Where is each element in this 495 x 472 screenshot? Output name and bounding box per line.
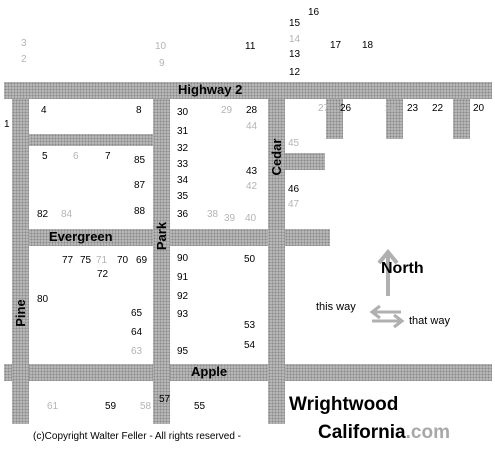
copyright-notice: (c)Copyright Walter Feller - All rights … bbox=[33, 431, 242, 442]
lot-84: 84 bbox=[61, 209, 73, 220]
lot-91: 91 bbox=[177, 272, 189, 283]
that-way-label: that way bbox=[409, 315, 450, 327]
lot-9: 9 bbox=[159, 58, 165, 69]
lot-36: 36 bbox=[177, 209, 189, 220]
lot-10: 10 bbox=[155, 41, 167, 52]
road-pine bbox=[12, 99, 29, 424]
lot-70: 70 bbox=[117, 255, 129, 266]
street-label-apple: Apple bbox=[191, 364, 228, 379]
lot-33: 33 bbox=[177, 159, 189, 170]
lot-3: 3 bbox=[21, 38, 27, 49]
lot-22: 22 bbox=[432, 103, 444, 114]
lot-4: 4 bbox=[41, 105, 47, 116]
that-way-arrow-icon bbox=[372, 313, 405, 329]
lot-15: 15 bbox=[289, 18, 301, 29]
lot-23: 23 bbox=[407, 103, 419, 114]
lot-24: 24 bbox=[385, 103, 397, 114]
lot-31: 31 bbox=[177, 126, 189, 137]
lot-6: 6 bbox=[73, 151, 79, 162]
lot-88: 88 bbox=[134, 206, 146, 217]
lot-17: 17 bbox=[330, 40, 342, 51]
lot-87: 87 bbox=[134, 180, 146, 191]
lot-63: 63 bbox=[131, 346, 143, 357]
lot-47: 47 bbox=[288, 199, 300, 210]
road-evergreen bbox=[12, 229, 330, 246]
lot-54: 54 bbox=[244, 340, 256, 351]
lot-77: 77 bbox=[62, 255, 74, 266]
brand-california-text: California bbox=[318, 422, 406, 443]
lot-45: 45 bbox=[288, 138, 300, 149]
lot-72: 72 bbox=[97, 269, 109, 280]
lot-50: 50 bbox=[244, 254, 256, 265]
road-apple bbox=[4, 364, 492, 381]
lot-64: 64 bbox=[131, 327, 143, 338]
lot-75: 75 bbox=[80, 255, 92, 266]
lot-57: 57 bbox=[159, 394, 171, 405]
road-park bbox=[153, 99, 170, 424]
brand-com-suffix: .com bbox=[405, 422, 450, 443]
lot-34: 34 bbox=[177, 175, 189, 186]
road-cedar-spur bbox=[285, 153, 325, 170]
lot-35: 35 bbox=[177, 191, 189, 202]
lot-58: 58 bbox=[140, 401, 152, 412]
lot-18: 18 bbox=[362, 40, 374, 51]
this-way-label: this way bbox=[316, 301, 356, 313]
lot-93: 93 bbox=[177, 309, 189, 320]
lot-92: 92 bbox=[177, 291, 189, 302]
lot-95: 95 bbox=[177, 346, 189, 357]
this-way-arrow-icon bbox=[369, 304, 401, 320]
lot-13: 13 bbox=[289, 49, 301, 60]
lot-2: 2 bbox=[21, 54, 27, 65]
lot-44: 44 bbox=[246, 121, 258, 132]
road-upper-connector bbox=[12, 134, 170, 146]
lot-53: 53 bbox=[244, 320, 256, 331]
lot-16: 16 bbox=[308, 7, 320, 18]
lot-38: 38 bbox=[207, 209, 219, 220]
lot-11: 11 bbox=[245, 41, 256, 52]
road-highway-2 bbox=[4, 82, 492, 99]
lot-55: 55 bbox=[194, 401, 206, 412]
lot-28: 28 bbox=[246, 105, 258, 116]
lot-85: 85 bbox=[134, 155, 146, 166]
lot-30: 30 bbox=[177, 107, 189, 118]
lot-14: 14 bbox=[289, 34, 301, 45]
lot-46: 46 bbox=[288, 184, 300, 195]
north-arrow-icon bbox=[377, 248, 399, 296]
lot-71: 71 bbox=[96, 255, 108, 266]
lot-8: 8 bbox=[136, 105, 142, 116]
street-label-highway-2: Highway 2 bbox=[178, 82, 243, 97]
road-highway-2-spur-27 bbox=[326, 99, 343, 139]
lot-20: 20 bbox=[473, 103, 485, 114]
lot-82: 82 bbox=[37, 209, 49, 220]
brand-wrightwood: Wrightwood bbox=[289, 394, 399, 415]
lot-12: 12 bbox=[289, 67, 301, 78]
lot-26: 26 bbox=[340, 103, 352, 114]
lot-1: 1 bbox=[4, 119, 10, 130]
lot-65: 65 bbox=[131, 308, 143, 319]
lot-59: 59 bbox=[105, 401, 117, 412]
lot-80: 80 bbox=[37, 294, 49, 305]
lot-27: 27 bbox=[318, 103, 330, 114]
north-label: North bbox=[381, 260, 424, 277]
brand-california: California.com bbox=[318, 422, 450, 444]
road-highway-2-spur-20 bbox=[453, 99, 470, 139]
lot-42: 42 bbox=[246, 181, 258, 192]
street-label-evergreen: Evergreen bbox=[49, 229, 113, 244]
lot-40: 40 bbox=[245, 213, 257, 224]
road-cedar bbox=[268, 99, 285, 424]
road-highway-2-spur-24 bbox=[386, 99, 403, 139]
lot-69: 69 bbox=[136, 255, 148, 266]
lot-43: 43 bbox=[246, 166, 258, 177]
lot-29: 29 bbox=[221, 105, 233, 116]
lot-7: 7 bbox=[105, 151, 111, 162]
lot-32: 32 bbox=[177, 143, 189, 154]
lot-39: 39 bbox=[224, 213, 236, 224]
lot-61: 61 bbox=[47, 401, 59, 412]
lot-90: 90 bbox=[177, 253, 189, 264]
lot-5: 5 bbox=[42, 151, 48, 162]
